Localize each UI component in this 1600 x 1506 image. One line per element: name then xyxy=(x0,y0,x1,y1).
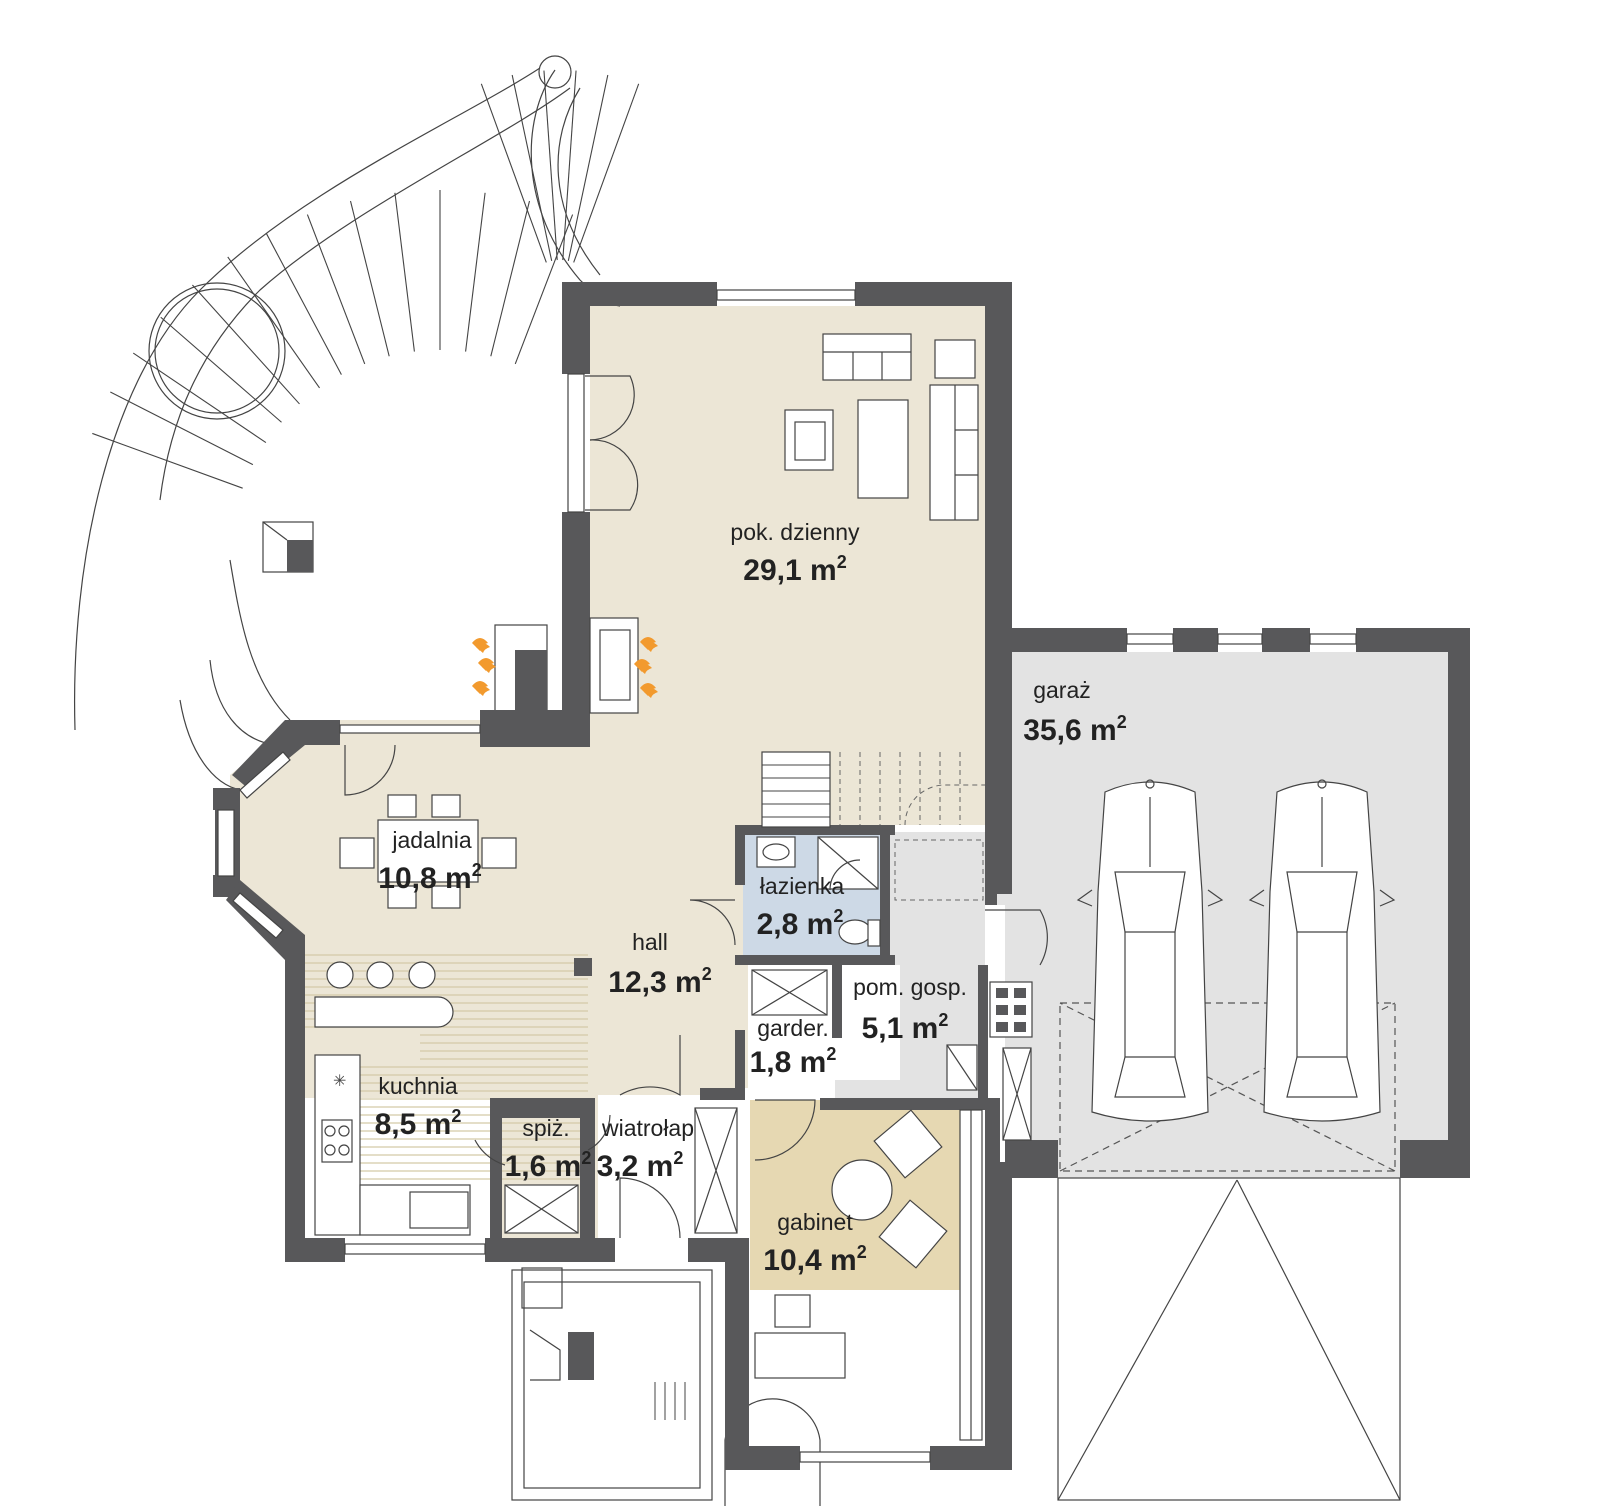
label-pom-gosp: pom. gosp. 5,1 m2 xyxy=(853,974,967,1045)
stair-tread xyxy=(227,256,320,389)
office-desk xyxy=(754,1332,846,1379)
terrace xyxy=(73,55,640,791)
label-gabinet: gabinet 10,4 m2 xyxy=(763,1209,866,1277)
room-area: 29,1 m2 xyxy=(743,552,846,587)
kitchen-stripes xyxy=(305,954,588,1180)
label-garder: garder. 1,8 m2 xyxy=(750,1015,837,1079)
room-area: 10,8 m2 xyxy=(378,860,481,895)
flame-icon xyxy=(644,642,658,652)
room-area: 2,8 m2 xyxy=(757,906,844,941)
room-name: kuchnia xyxy=(378,1073,457,1099)
room-area: 35,6 m2 xyxy=(1023,712,1126,747)
stair-tread xyxy=(349,200,390,357)
sofa xyxy=(822,333,912,381)
label-kuchnia: kuchnia 8,5 m2 xyxy=(375,1073,462,1141)
car-right xyxy=(1248,779,1396,1122)
car-left xyxy=(1076,779,1224,1122)
stair-tread xyxy=(160,316,282,423)
coffee-table xyxy=(857,399,909,499)
room-name: jadalnia xyxy=(391,827,471,853)
stair-tread xyxy=(306,214,366,365)
stair-tread xyxy=(573,83,640,263)
flame-icon xyxy=(482,663,496,673)
furniture: ✳ xyxy=(314,333,1033,1441)
label-spiz: spiż. 1,6 m2 xyxy=(505,1115,592,1183)
stair-tread xyxy=(265,233,342,375)
utility-floor xyxy=(835,832,985,1098)
label-wiatrolap: wiatrołap 3,2 m2 xyxy=(597,1115,694,1183)
room-area: 10,4 m2 xyxy=(763,1242,866,1277)
room-area: 12,3 m2 xyxy=(608,964,711,999)
stair-tread xyxy=(514,214,574,365)
stair-tread xyxy=(543,70,558,261)
flame-icon xyxy=(476,643,490,653)
stair-tread xyxy=(92,432,243,489)
stair-tread xyxy=(511,74,553,261)
stair-tread xyxy=(110,391,254,466)
room-labels: pok. dzienny 29,1 m2 garaż 35,6 m2 jadal… xyxy=(375,519,1127,1277)
room-area: 8,5 m2 xyxy=(375,1106,462,1141)
dining-table xyxy=(377,819,479,883)
stair-tread xyxy=(567,74,609,261)
stair-tread xyxy=(394,192,415,352)
room-name: garder. xyxy=(757,1015,829,1041)
kitchen-island xyxy=(314,996,454,1028)
doors xyxy=(344,375,1048,1239)
windows xyxy=(217,289,1357,1463)
office-round-table xyxy=(831,1159,893,1221)
room-name: garaż xyxy=(1033,677,1091,703)
stair-tread xyxy=(465,192,486,352)
room-name: pok. dzienny xyxy=(730,519,860,545)
chimney xyxy=(287,540,313,572)
fireplace-flames xyxy=(472,637,658,698)
label-garaz: garaż 35,6 m2 xyxy=(1023,677,1126,747)
label-hall: hall 12,3 m2 xyxy=(608,929,711,999)
sofa-right xyxy=(929,384,979,521)
flame-icon xyxy=(644,688,658,698)
room-area: 1,6 m2 xyxy=(505,1148,592,1183)
flame-icon xyxy=(638,664,652,674)
room-name: wiatrołap xyxy=(601,1115,694,1141)
room-name: spiż. xyxy=(522,1115,569,1141)
driveway xyxy=(1057,1177,1401,1501)
stair-tread xyxy=(562,70,577,261)
stair-tread xyxy=(480,83,547,263)
stair-treads xyxy=(92,70,640,489)
stair-tread xyxy=(132,352,267,444)
stair-tread xyxy=(490,200,531,357)
room-area: 1,8 m2 xyxy=(750,1044,837,1079)
svg-text:✳: ✳ xyxy=(333,1071,346,1090)
stair-tread xyxy=(192,284,300,405)
staircase xyxy=(761,751,985,901)
room-name: pom. gosp. xyxy=(853,974,967,1000)
flame-icon xyxy=(476,686,490,696)
room-name: hall xyxy=(632,929,668,955)
stair-landing xyxy=(894,839,984,901)
label-jadalnia: jadalnia 10,8 m2 xyxy=(378,827,481,895)
walls xyxy=(213,282,1470,1470)
label-pok-dzienny: pok. dzienny 29,1 m2 xyxy=(730,519,860,587)
stair-block xyxy=(761,751,831,828)
label-lazienka: łazienka 2,8 m2 xyxy=(757,873,845,941)
front-porch xyxy=(511,1267,821,1506)
room-area: 3,2 m2 xyxy=(597,1148,684,1183)
room-name: łazienka xyxy=(760,873,845,899)
room-name: gabinet xyxy=(777,1209,853,1235)
room-area: 5,1 m2 xyxy=(862,1010,949,1045)
